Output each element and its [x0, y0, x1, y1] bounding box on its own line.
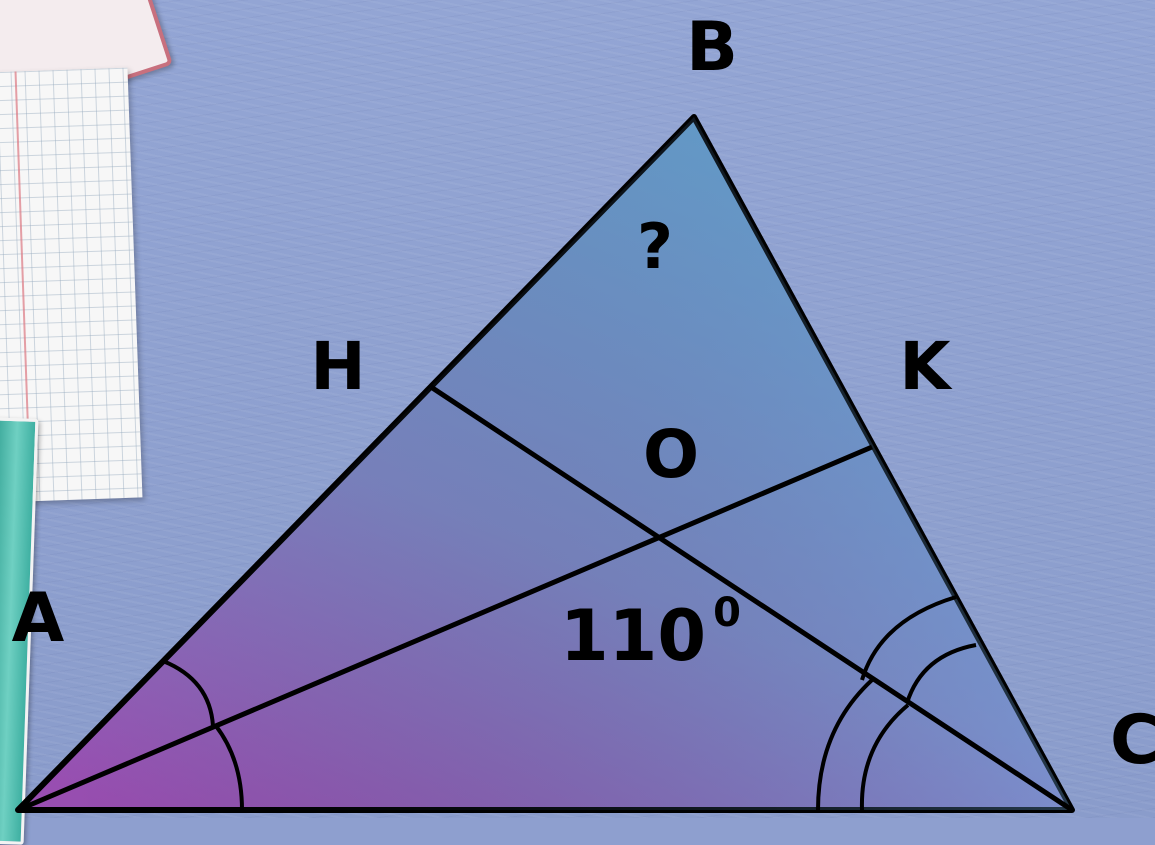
angle-arc-c-outer-2 — [905, 643, 977, 704]
segment-ch — [429, 384, 1074, 813]
angle-arc-c-inner-1 — [816, 678, 874, 811]
point-label-o: O — [643, 416, 699, 493]
angle-degree-superscript: 0 — [713, 590, 741, 636]
segment-ak — [17, 444, 873, 813]
angle-arc-a-lower — [214, 724, 244, 811]
angle-arc-c-inner-2 — [859, 703, 910, 811]
angle-arc-c-outer-1 — [860, 595, 957, 681]
angle-arc-a-upper — [162, 659, 215, 727]
unknown-angle-label: ? — [637, 210, 673, 283]
vertex-label-a: A — [12, 579, 65, 658]
vertex-label-c: C — [1110, 701, 1155, 780]
point-label-h: H — [310, 328, 365, 405]
vertex-label-b: B — [686, 8, 738, 87]
point-label-k: K — [899, 328, 953, 405]
angle-value-label: 110 — [560, 595, 706, 677]
triangle-diagram: B H K O A C ? 110 0 — [12, 8, 1155, 813]
